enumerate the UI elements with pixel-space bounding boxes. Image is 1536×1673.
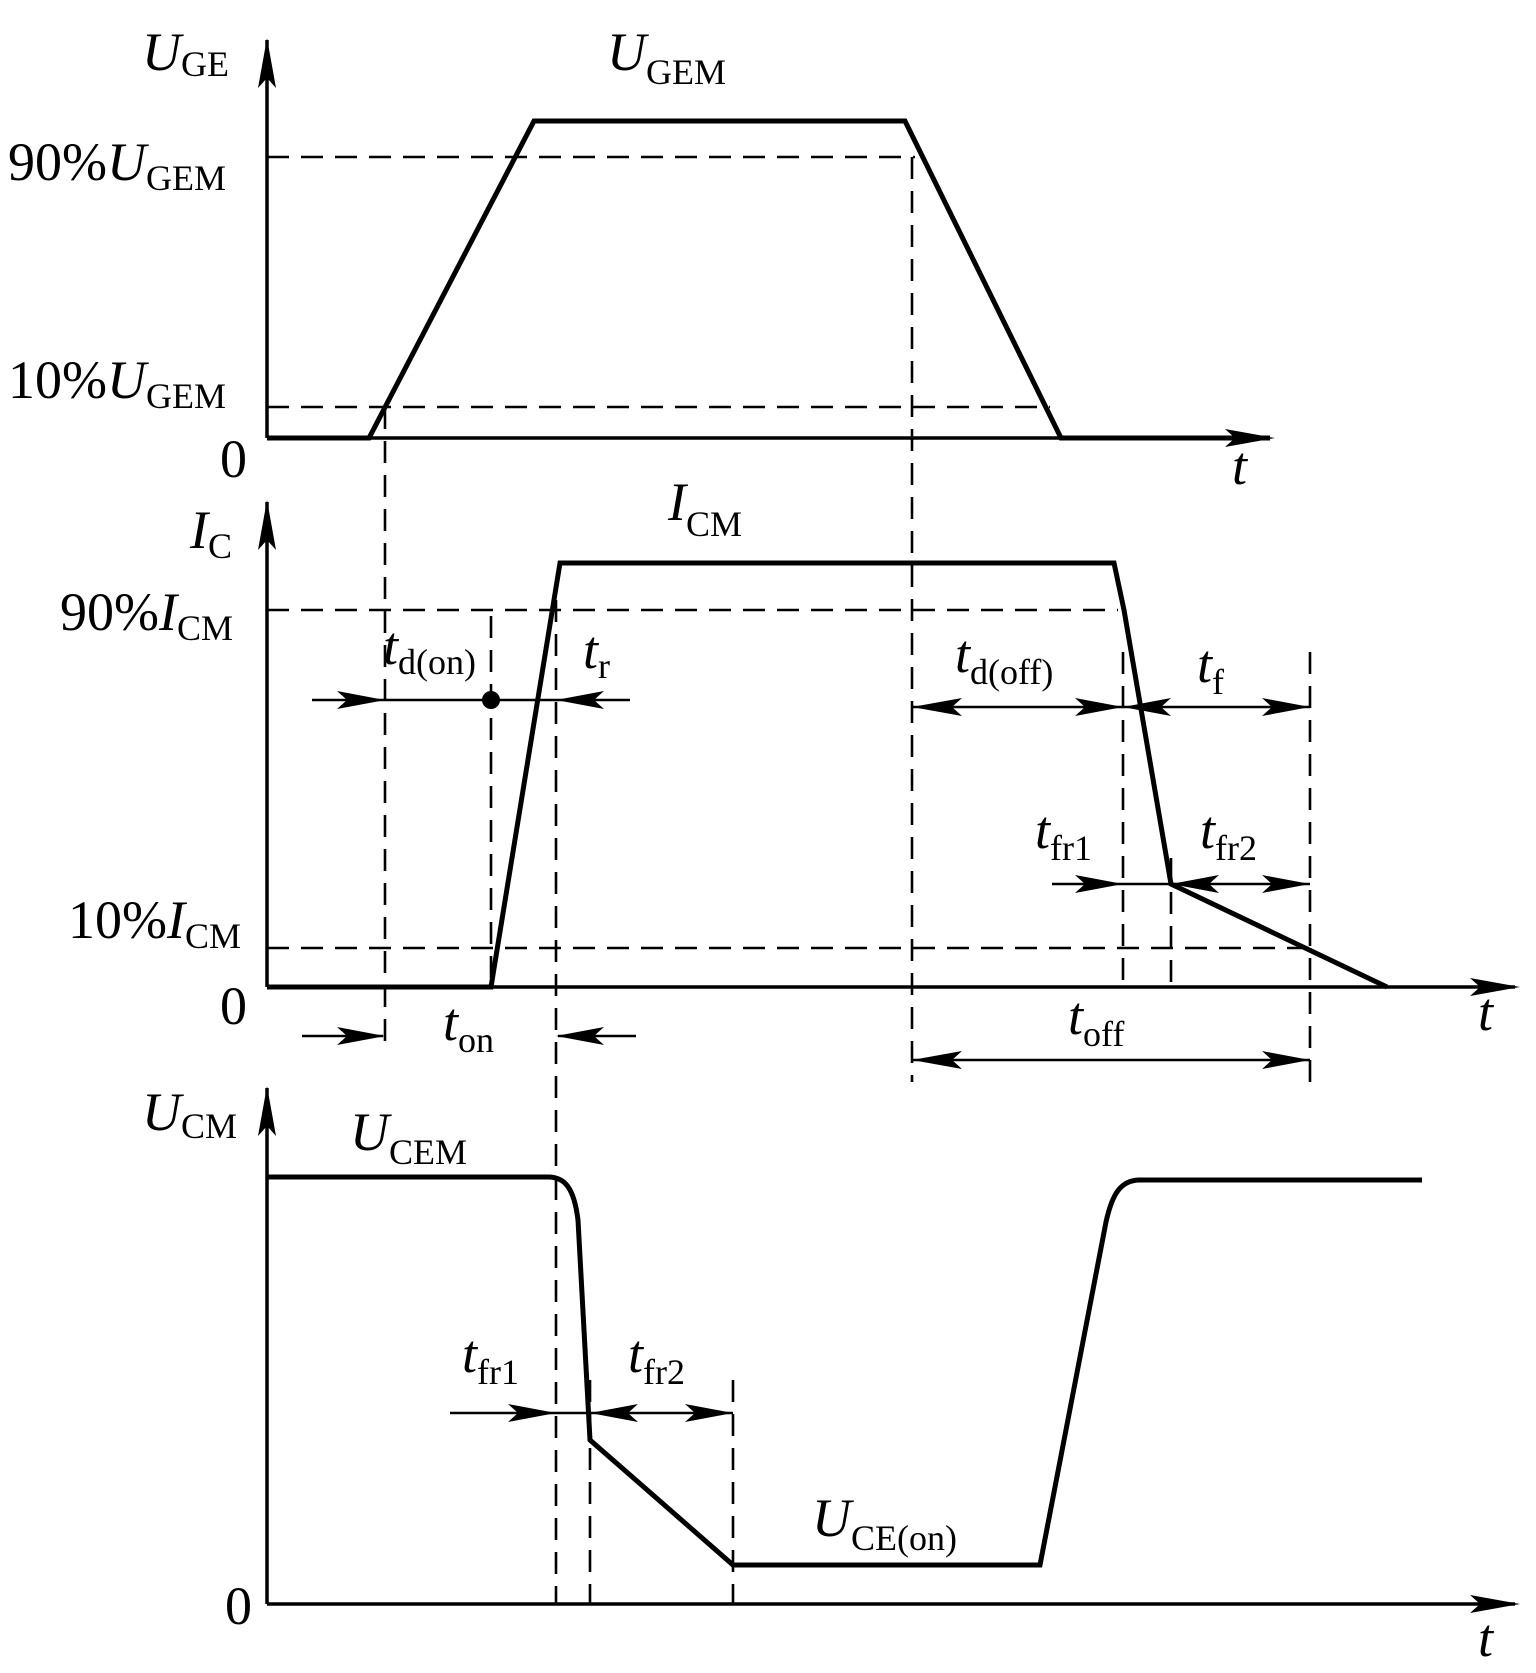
ic-zero-label: 0 xyxy=(220,976,247,1036)
ic-waveform xyxy=(267,560,1389,990)
tfr2-ic-left-arrowhead xyxy=(1171,875,1219,893)
ucm-high-level-label: UCEM xyxy=(350,1102,467,1172)
tf-label: tf xyxy=(1197,634,1224,702)
ton-label: ton xyxy=(443,992,494,1060)
ic-t-axis-arrowhead xyxy=(1470,978,1520,996)
uge-waveform xyxy=(267,118,1270,441)
ic-peak-label: ICM xyxy=(667,472,742,544)
tfr2-ic-label: tfr2 xyxy=(1200,800,1257,868)
tfr2-u-left-arrowhead xyxy=(590,1404,638,1422)
uge-t-label: t xyxy=(1232,436,1249,496)
toff-label: toff xyxy=(1068,986,1124,1054)
uge-peak-label: UGEM xyxy=(607,22,726,92)
td-off-left-arrowhead xyxy=(912,698,962,716)
tfr1-u-arrowhead xyxy=(508,1404,556,1422)
ucm-zero-label: 0 xyxy=(225,1576,252,1636)
ucm-y-axis-arrowhead xyxy=(258,1086,276,1136)
toff-left-arrowhead xyxy=(912,1051,962,1069)
tf-left-arrowhead xyxy=(1123,698,1171,716)
ic-y-axis-arrowhead xyxy=(258,500,276,550)
uge-axis-label: UGE xyxy=(142,22,229,84)
uge-10pct-label: 10%UGEM xyxy=(8,350,226,416)
ucm-t-axis-arrowhead xyxy=(1470,1595,1520,1613)
ic-t-label: t xyxy=(1478,982,1495,1042)
uge-zero-label: 0 xyxy=(220,429,247,489)
ton-right-arrowhead xyxy=(556,1027,604,1045)
td-on-label: td(on) xyxy=(383,616,476,682)
ic-10pct-label: 10%ICM xyxy=(68,890,241,956)
uge-y-axis-arrowhead xyxy=(258,38,276,88)
td-off-label: td(off) xyxy=(955,624,1053,692)
tfr1-ic-label: tfr1 xyxy=(1035,800,1092,868)
tfr2-u-right-arrowhead xyxy=(685,1404,733,1422)
uge-panel: UGE UGEM 90%UGEM 10%UGEM 0 t xyxy=(8,22,1275,496)
toff-right-arrowhead xyxy=(1262,1051,1310,1069)
tfr2-ic-right-arrowhead xyxy=(1262,875,1310,893)
ton-left-arrowhead xyxy=(337,1027,385,1045)
ic-axis-label: IC xyxy=(189,500,232,566)
tfr1-u-label: tfr1 xyxy=(462,1324,519,1392)
ucm-panel: UCM UCEM UCE(on) 0 t tfr1 tfr2 xyxy=(142,1082,1520,1668)
tfr2-u-label: tfr2 xyxy=(628,1324,685,1392)
tf-right-arrowhead xyxy=(1262,698,1310,716)
ic-90pct-label: 90%ICM xyxy=(60,582,233,648)
td-off-right-arrowhead xyxy=(1075,698,1123,716)
ucm-low-level-label: UCE(on) xyxy=(812,1488,957,1558)
tfr1-ic-arrowhead xyxy=(1075,875,1123,893)
uge-90pct-label: 90%UGEM xyxy=(8,132,226,198)
ucm-axis-label: UCM xyxy=(142,1082,237,1146)
tr-label: tr xyxy=(583,620,610,686)
ic-panel: IC ICM 90%ICM 10%ICM 0 t td(on) tr td(of… xyxy=(60,472,1520,1069)
ucm-waveform xyxy=(267,1174,1422,1568)
td-on-arrowhead xyxy=(337,691,385,709)
ucm-t-label: t xyxy=(1478,1608,1495,1668)
tr-arrowhead xyxy=(556,691,604,709)
vertical-guides xyxy=(383,157,1312,1604)
